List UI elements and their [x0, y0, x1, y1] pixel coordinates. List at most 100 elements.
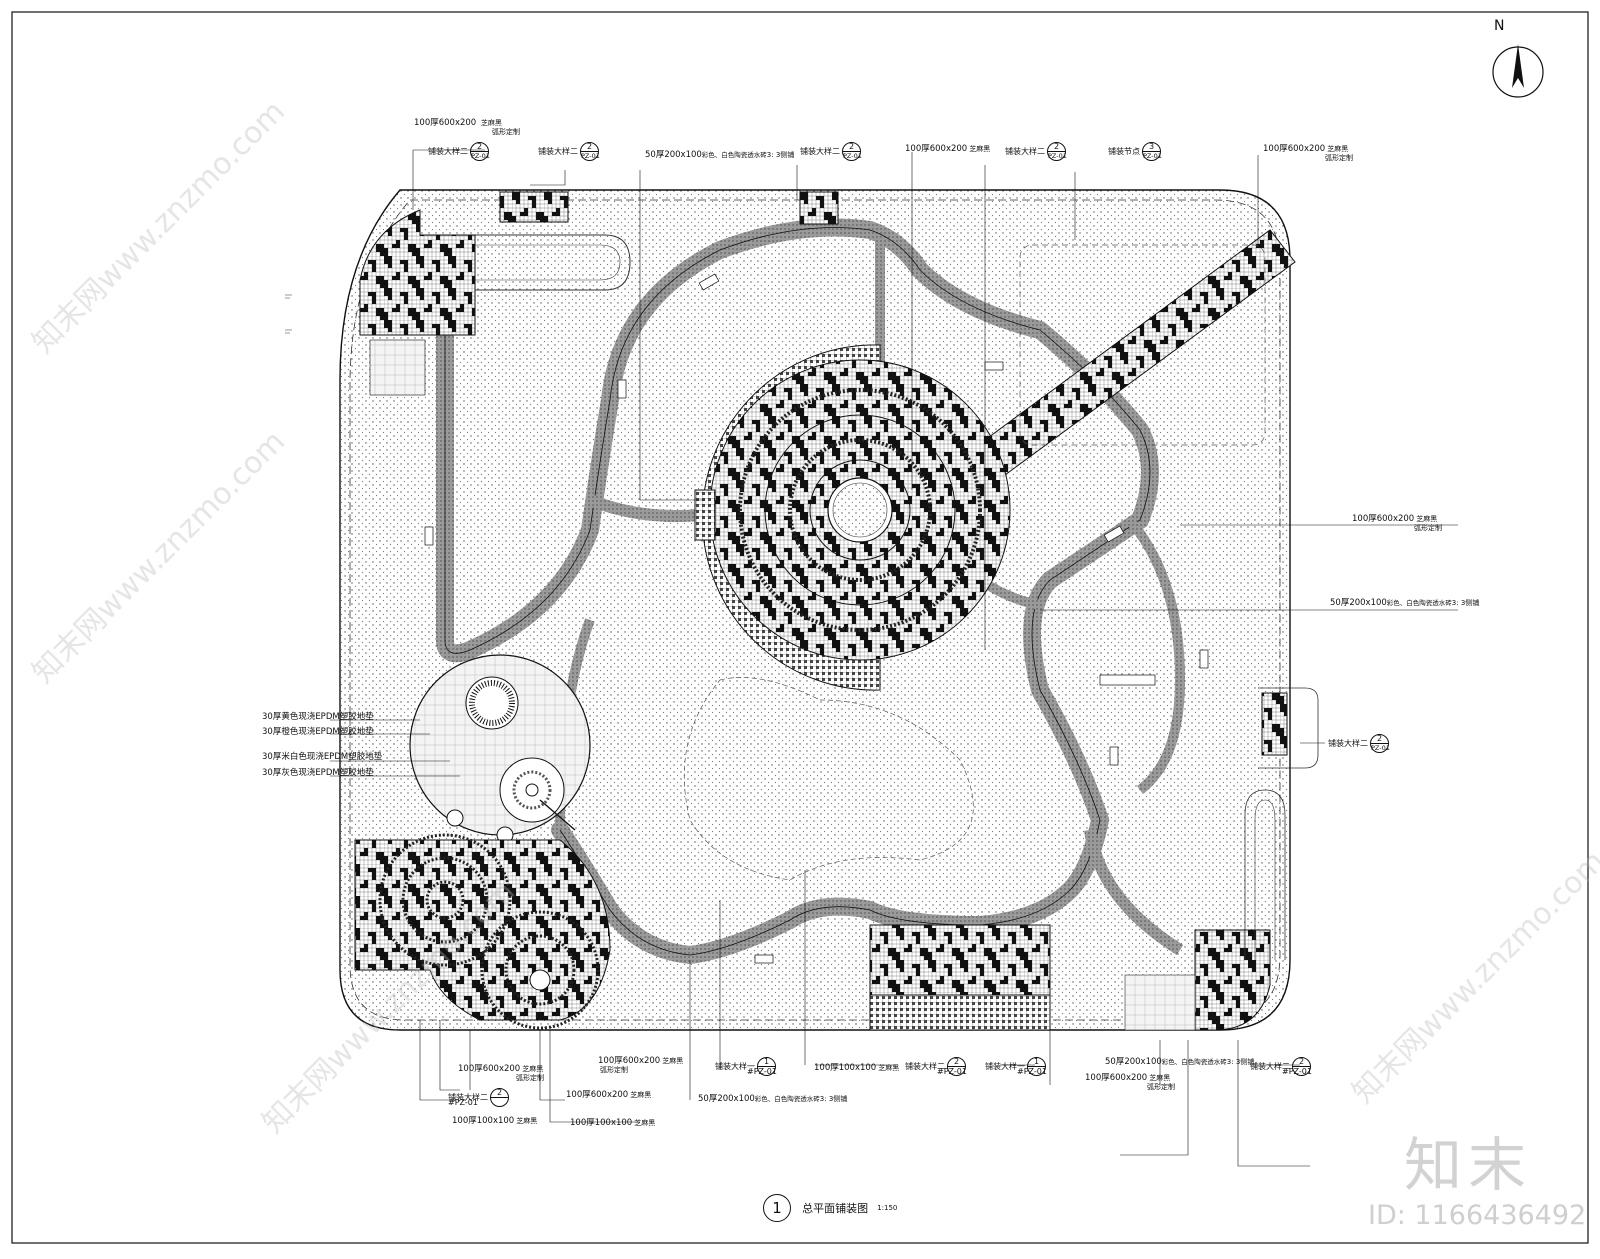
callout-text: 100厚100x100 — [814, 1063, 877, 1073]
detail-ref-text: 铺装大样二 — [1328, 739, 1368, 748]
detail-number: 2 — [586, 142, 593, 151]
watermark-brand: 知末 — [1404, 1131, 1533, 1199]
callout-text: 芝麻黑 — [516, 1117, 538, 1125]
callout-text: 100厚600x200 — [598, 1056, 661, 1066]
callout-text: 彩色、白色陶瓷透水砖 — [1386, 599, 1452, 607]
drawing-number: 1 — [763, 1194, 791, 1222]
bottom-left-plaza — [354, 833, 611, 1030]
detail-ref-text: 铺装大样二 — [538, 147, 578, 156]
callout-text: 芝麻黑 — [634, 1119, 656, 1127]
callout-text: 100厚600x200 — [1263, 144, 1326, 154]
detail-ref-text: 铺装大样一 — [985, 1062, 1025, 1071]
detail-number: 2 — [848, 142, 855, 151]
detail-ref-text: 铺装节点 — [1108, 147, 1140, 156]
detail-sheet: PZ-01 — [1143, 152, 1162, 160]
callout-text: 50厚200x100 — [1105, 1057, 1162, 1067]
north-arrow — [1492, 44, 1544, 98]
callout-text: 芝麻黑 — [1149, 1074, 1171, 1082]
callout-text: 100厚600x200 — [458, 1064, 521, 1074]
epdm-label-1: 30厚黄色现浇EPDM塑胶地垫 — [262, 712, 374, 722]
detail-sheet: PZ-01 — [1371, 744, 1390, 752]
detail-sheet: #PZ-01 — [1017, 1067, 1047, 1076]
callout-text: 芝麻黑 — [878, 1064, 900, 1072]
callout-text: 100厚600x200 — [566, 1090, 629, 1100]
epdm-label-3: 30厚米白色现浇EPDM塑胶地垫 — [262, 752, 383, 762]
drawing-title-text: 总平面铺装图 — [802, 1202, 869, 1215]
callout-text: 3: 3侧铺 — [766, 151, 795, 159]
detail-number: 3 — [1148, 142, 1155, 151]
detail-ref-text: 铺装大样二 — [428, 147, 468, 156]
detail-ref-text: 铺装大样二 — [800, 147, 840, 156]
callout-top-ceramic: 50厚200x100彩色、白色陶瓷透水砖3: 3侧铺 — [645, 150, 794, 160]
callout-text: 100厚600x200 — [1352, 514, 1415, 524]
callout-top-left-paver: 100厚600x200 芝麻黑 弧形定制 — [414, 118, 520, 137]
callout-text: 100厚600x200 — [1085, 1073, 1148, 1083]
callout-text: 3: 3侧铺 — [1226, 1058, 1255, 1066]
callout-text: 彩色、白色陶瓷透水砖 — [1161, 1058, 1227, 1066]
callout-text: 3: 3侧铺 — [1451, 599, 1480, 607]
detail-sheet: #PZ-01 — [1282, 1067, 1312, 1076]
detail-number: 2 — [1053, 142, 1060, 151]
callout-text: 100厚600x200 — [414, 118, 477, 128]
detail-number: 2 — [476, 142, 483, 151]
callout-text: 3: 3侧铺 — [819, 1095, 848, 1103]
callout-bottom-ceramic: 50厚200x100彩色、白色陶瓷透水砖3: 3侧铺 — [698, 1094, 847, 1104]
detail-sheet: #PZ-01 — [937, 1067, 967, 1076]
detail-bubble: 2 — [947, 1057, 966, 1076]
callout-text: 50厚200x100 — [645, 150, 702, 160]
detail-sheet: PZ-01 — [843, 152, 862, 160]
detail-ref-bottom-1: 铺装大样一 1 #PZ-01 — [715, 1057, 777, 1076]
callout-text: 100厚100x100 — [570, 1118, 633, 1128]
playground — [409, 654, 591, 844]
detail-number: 1 — [763, 1057, 770, 1066]
callout-bottom-ceramic-2: 50厚200x100彩色、白色陶瓷透水砖3: 3侧铺 — [1105, 1057, 1254, 1067]
detail-sheet: PZ-01 — [581, 152, 600, 160]
detail-number: 2 — [1298, 1057, 1305, 1066]
detail-number: 2 — [496, 1088, 503, 1097]
detail-sheet: PZ-01 — [1048, 152, 1067, 160]
callout-text: 弧形定制 — [516, 1074, 544, 1082]
detail-ref-text: 铺装大样一 — [715, 1062, 755, 1071]
detail-bubble: 2 — [490, 1088, 509, 1107]
entrance-plaza-top-left — [359, 209, 476, 336]
drawing-title: 1 总平面铺装图 1:150 — [763, 1194, 897, 1224]
callout-text: 芝麻黑 — [630, 1091, 652, 1099]
detail-bubble: 1 — [757, 1057, 776, 1076]
callout-text: 芝麻黑 — [1416, 515, 1438, 523]
detail-ref-text: 铺装大样二 — [1250, 1062, 1290, 1071]
callout-text: 弧形定制 — [1414, 524, 1442, 532]
callout-text: 50厚200x100 — [1330, 598, 1387, 608]
detail-bubble: 1 — [1027, 1057, 1046, 1076]
north-label: N — [1494, 18, 1505, 34]
callout-text: 芝麻黑 — [662, 1057, 684, 1065]
detail-ref-bottom-4: 铺装大样二 2 #PZ-01 — [1250, 1057, 1312, 1076]
callout-text: 彩色、白色陶瓷透水砖 — [701, 151, 767, 159]
callout-text: 弧形定制 — [1147, 1083, 1175, 1091]
detail-sheet: #PZ-01 — [448, 1098, 478, 1107]
detail-number: 2 — [953, 1057, 960, 1066]
callout-text: 100厚600x200 — [905, 144, 968, 154]
detail-sheet: #PZ-01 — [747, 1067, 777, 1076]
epdm-label-2: 30厚橙色现浇EPDM塑胶地垫 — [262, 727, 374, 737]
detail-sheet: PZ-01 — [471, 152, 490, 160]
callout-right-ceramic: 50厚200x100彩色、白色陶瓷透水砖3: 3侧铺 — [1330, 598, 1479, 608]
callout-text: 弧形定制 — [1325, 154, 1353, 162]
